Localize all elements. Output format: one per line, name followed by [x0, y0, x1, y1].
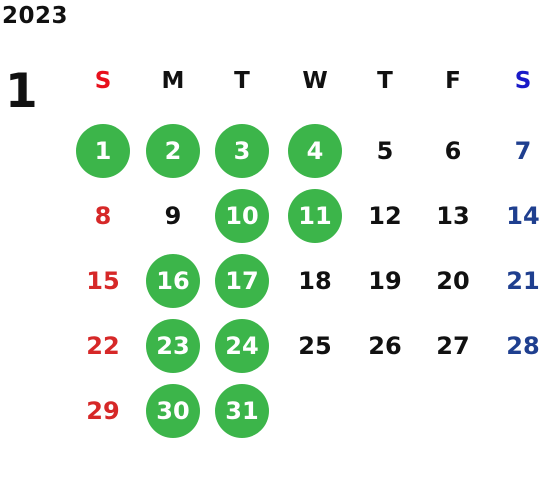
- weekday-header-wednesday: W: [302, 68, 328, 94]
- weekday-header-sunday: S: [94, 68, 112, 94]
- day-cell[interactable]: 6: [444, 137, 462, 165]
- day-cell[interactable]: 26: [368, 332, 402, 360]
- day-cell-highlighted[interactable]: 11: [288, 189, 342, 243]
- day-cell[interactable]: 9: [164, 202, 182, 230]
- day-cell[interactable]: 8: [94, 202, 112, 230]
- day-cell[interactable]: 7: [514, 137, 532, 165]
- day-cell[interactable]: 19: [368, 267, 402, 295]
- weekday-header-saturday: S: [514, 68, 532, 94]
- day-cell-highlighted[interactable]: 16: [146, 254, 200, 308]
- day-cell[interactable]: 18: [298, 267, 332, 295]
- day-cell-highlighted[interactable]: 17: [215, 254, 269, 308]
- day-cell[interactable]: 20: [436, 267, 470, 295]
- day-cell-highlighted[interactable]: 1: [76, 124, 130, 178]
- weekday-header-friday: F: [445, 68, 461, 94]
- day-cell[interactable]: 21: [506, 267, 540, 295]
- day-cell-highlighted[interactable]: 4: [288, 124, 342, 178]
- day-cell[interactable]: 28: [506, 332, 540, 360]
- month-number: 1: [5, 64, 38, 119]
- day-cell[interactable]: 27: [436, 332, 470, 360]
- day-cell-highlighted[interactable]: 24: [215, 319, 269, 373]
- day-cell-highlighted[interactable]: 10: [215, 189, 269, 243]
- day-cell[interactable]: 22: [86, 332, 120, 360]
- day-cell[interactable]: 14: [506, 202, 540, 230]
- day-cell[interactable]: 12: [368, 202, 402, 230]
- day-cell-highlighted[interactable]: 3: [215, 124, 269, 178]
- day-cell-highlighted[interactable]: 23: [146, 319, 200, 373]
- day-cell[interactable]: 15: [86, 267, 120, 295]
- day-cell[interactable]: 5: [376, 137, 394, 165]
- day-cell-highlighted[interactable]: 2: [146, 124, 200, 178]
- day-cell[interactable]: 29: [86, 397, 120, 425]
- year-label: 2023: [2, 3, 69, 29]
- weekday-header-monday: M: [161, 68, 185, 94]
- day-cell-highlighted[interactable]: 31: [215, 384, 269, 438]
- day-cell-highlighted[interactable]: 30: [146, 384, 200, 438]
- weekday-header-thursday: T: [377, 68, 393, 94]
- day-cell[interactable]: 25: [298, 332, 332, 360]
- day-cell[interactable]: 13: [436, 202, 470, 230]
- weekday-header-tuesday: T: [234, 68, 250, 94]
